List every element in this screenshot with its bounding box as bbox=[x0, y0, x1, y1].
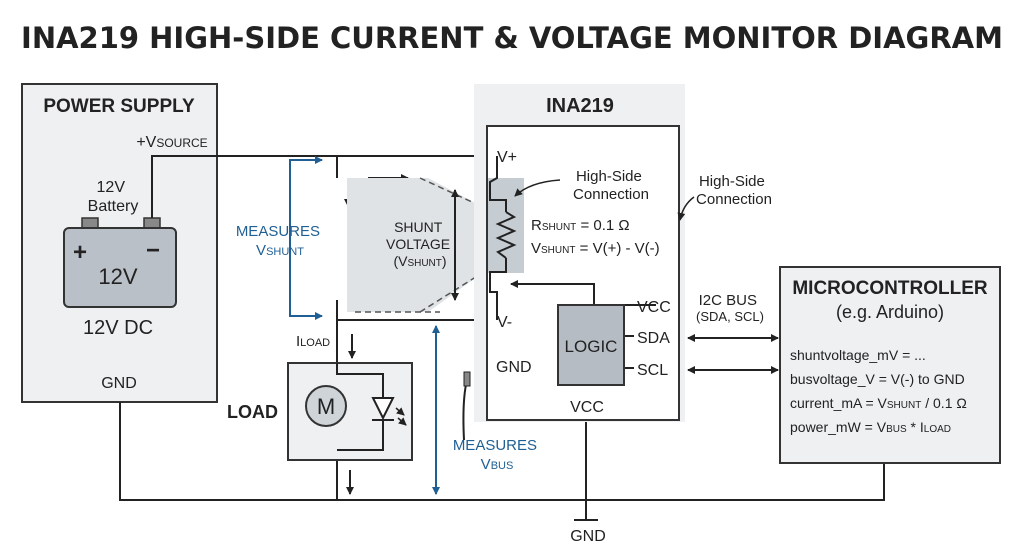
measures-shunt: MEASURES VSHUNT bbox=[236, 156, 324, 320]
vsource-label: +VSOURCE bbox=[136, 134, 207, 151]
mcu-title: MICROCONTROLLER bbox=[792, 278, 988, 299]
battery-plus: + bbox=[73, 239, 87, 266]
diagram-title: INA219 HIGH-SIDE CURRENT & VOLTAGE MONIT… bbox=[21, 21, 1003, 55]
i2c-bus: I2C BUS (SDA, SCL) bbox=[687, 292, 779, 374]
shunt-resistor-icon bbox=[495, 211, 517, 259]
i2c-label: I2C BUS (SDA, SCL) bbox=[696, 292, 764, 324]
scl-pin: SCL bbox=[637, 362, 668, 379]
vplus-pin: V+ bbox=[497, 149, 517, 166]
sda-pin: SDA bbox=[637, 330, 670, 347]
logic-label: LOGIC bbox=[565, 337, 618, 356]
led-icon bbox=[371, 397, 407, 426]
shunt-voltage-label: SHUNT VOLTAGE (VSHUNT) bbox=[386, 219, 454, 269]
high-side-inner-label: High-Side Connection bbox=[573, 168, 649, 203]
battery-icon: + − 12V bbox=[63, 217, 177, 308]
measures-bus: MEASURES VBUS bbox=[432, 325, 541, 495]
load-label: LOAD bbox=[227, 402, 278, 422]
measures-shunt-label: MEASURES VSHUNT bbox=[236, 223, 324, 259]
power-supply-label: POWER SUPPLY bbox=[43, 96, 195, 117]
logic-block bbox=[557, 304, 625, 386]
motor-icon bbox=[305, 385, 347, 427]
battery-value: 12V bbox=[98, 264, 137, 289]
mcu-line-busvoltage: busvoltage_V = V(-) to GND bbox=[790, 371, 965, 387]
mcu-subtitle: (e.g. Arduino) bbox=[836, 302, 944, 322]
ina219-block: INA219 V+ V- GND VCC High-Side Connectio… bbox=[474, 84, 685, 422]
vshunt-formula: VSHUNT = V(+) - V(-) bbox=[531, 240, 660, 257]
microcontroller-block: MICROCONTROLLER (e.g. Arduino) shuntvolt… bbox=[779, 266, 1001, 464]
power-supply-block: POWER SUPPLY +VSOURCE 12V Battery + − 12… bbox=[21, 83, 218, 403]
motor-label: M bbox=[317, 394, 335, 419]
battery-minus: − bbox=[146, 237, 160, 264]
dc-label: 12V DC bbox=[83, 317, 153, 339]
high-side-outer: High-Side Connection bbox=[677, 173, 772, 221]
probe-icon bbox=[462, 379, 468, 441]
ina219-label: INA219 bbox=[546, 95, 614, 117]
wires bbox=[119, 155, 885, 521]
battery-caption: 12V Battery bbox=[88, 179, 139, 215]
high-side-outer-label: High-Side Connection bbox=[696, 173, 772, 208]
power-supply-gnd: GND bbox=[101, 375, 137, 392]
ground-label: GND bbox=[570, 528, 606, 545]
i-load-mid: ILOAD bbox=[296, 333, 330, 350]
shunt-voltage-region: SHUNT VOLTAGE (VSHUNT) bbox=[347, 177, 499, 313]
mcu-line-power: power_mW = VBUS * ILOAD bbox=[790, 419, 951, 435]
rshunt-label: RSHUNT = 0.1 Ω bbox=[531, 217, 630, 234]
load-block: LOAD M bbox=[227, 362, 413, 461]
mcu-line-current: current_mA = VSHUNT / 0.1 Ω bbox=[790, 395, 967, 411]
vminus-pin: V- bbox=[497, 314, 512, 331]
vcc-bottom-pin: VCC bbox=[570, 399, 604, 416]
mcu-line-shuntvoltage: shuntvoltage_mV = ... bbox=[790, 347, 926, 363]
measures-bus-label: MEASURES VBUS bbox=[453, 437, 541, 473]
gnd-pin: GND bbox=[496, 359, 532, 376]
vcc-pin: VCC bbox=[637, 299, 671, 316]
